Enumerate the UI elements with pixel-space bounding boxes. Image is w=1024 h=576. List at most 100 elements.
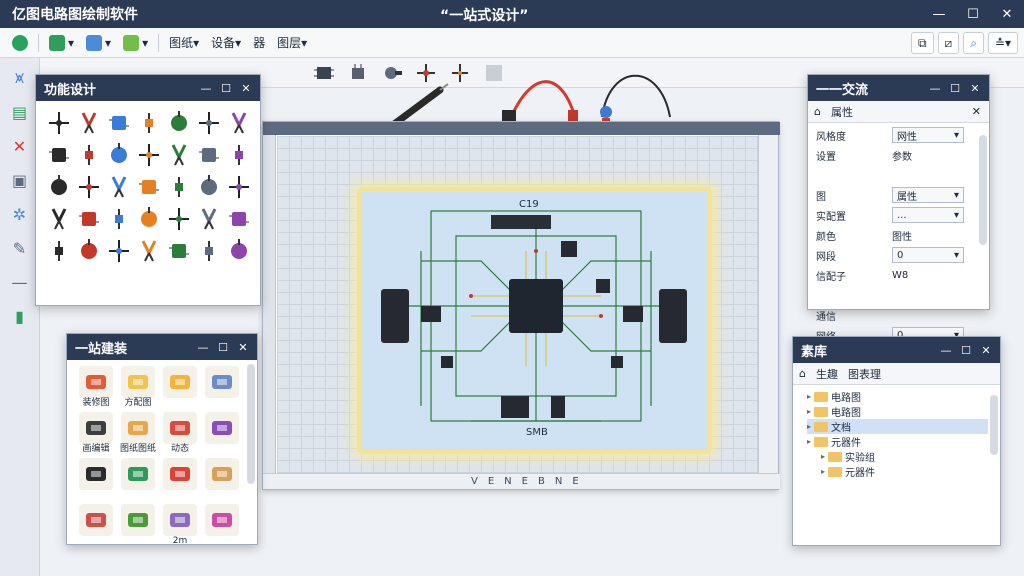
- tape-icon[interactable]: 2m: [159, 502, 201, 548]
- lamp-icon[interactable]: [224, 235, 254, 267]
- drill-icon[interactable]: 画编辑: [75, 410, 117, 456]
- expand-icon[interactable]: ▸: [807, 437, 812, 446]
- spring-icon[interactable]: [44, 171, 74, 203]
- wire-cutter-icon[interactable]: [74, 139, 104, 171]
- onestop-scrollbar[interactable]: [247, 364, 255, 484]
- box-icon[interactable]: [201, 456, 243, 502]
- plug-icon[interactable]: [224, 139, 254, 171]
- transistor-icon[interactable]: [412, 62, 440, 84]
- blank-tile-icon[interactable]: [480, 62, 508, 84]
- ic-chip-icon[interactable]: [74, 203, 104, 235]
- panel-close-button[interactable]: ✕: [970, 81, 980, 95]
- panel-minimize-button[interactable]: —: [197, 340, 209, 354]
- expand-icon[interactable]: ▸: [807, 422, 812, 431]
- bucket-icon[interactable]: [159, 364, 201, 410]
- motor-icon[interactable]: [104, 139, 134, 171]
- relay-icon[interactable]: [344, 62, 372, 84]
- tab-library-0[interactable]: 生趣: [815, 367, 838, 381]
- home-button[interactable]: [6, 32, 34, 54]
- plant-button[interactable]: ▾: [117, 32, 154, 54]
- speaker-icon[interactable]: [104, 107, 134, 139]
- menu-device[interactable]: 设备▾: [211, 36, 242, 50]
- tile-icon[interactable]: [117, 456, 159, 502]
- clipboard-icon[interactable]: ▮: [15, 306, 24, 326]
- line-icon[interactable]: —: [11, 272, 28, 292]
- fuse-icon[interactable]: [74, 235, 104, 267]
- menu-drawing[interactable]: 图纸▾: [169, 36, 200, 50]
- expand-icon[interactable]: ▸: [821, 467, 826, 476]
- clip-icon[interactable]: [164, 203, 194, 235]
- tab-properties[interactable]: 属性: [830, 105, 853, 119]
- pen-icon[interactable]: ✎: [12, 238, 27, 258]
- cutter-icon[interactable]: [104, 171, 134, 203]
- expand-icon[interactable]: ▸: [821, 452, 826, 461]
- puzzle-icon[interactable]: ✲: [12, 204, 27, 224]
- tree-item[interactable]: ▸电路图: [807, 404, 1000, 419]
- chip-icon[interactable]: [310, 62, 338, 84]
- property-dropdown[interactable]: 0▾: [892, 247, 964, 263]
- pages-icon[interactable]: ▤: [11, 102, 28, 122]
- resistor-icon[interactable]: [134, 107, 164, 139]
- panel-close-button[interactable]: ✕: [241, 81, 251, 95]
- panel-close-button[interactable]: ✕: [981, 343, 991, 357]
- layers-icon[interactable]: ▣: [11, 170, 28, 190]
- panel-close-button[interactable]: ✕: [238, 340, 248, 354]
- wire-icon[interactable]: [224, 203, 254, 235]
- panel-maximize-button[interactable]: ☐: [950, 81, 960, 95]
- menu-component[interactable]: 器: [253, 36, 266, 50]
- plier-icon[interactable]: [74, 107, 104, 139]
- layout-button[interactable]: ⧉: [910, 32, 934, 54]
- bulb-icon[interactable]: [104, 235, 134, 267]
- panel-maximize-button[interactable]: ☐: [221, 81, 231, 95]
- tree-item[interactable]: ▸元器件: [807, 464, 1000, 479]
- antenna-icon[interactable]: [446, 62, 474, 84]
- pointer-icon[interactable]: ⩙: [14, 68, 25, 87]
- chip-red-icon[interactable]: 动态: [159, 410, 201, 456]
- relay-icon[interactable]: [104, 203, 134, 235]
- tab-library-1[interactable]: 图表理: [847, 367, 881, 381]
- plug-icon[interactable]: [378, 62, 406, 84]
- sensor-icon[interactable]: [134, 235, 164, 267]
- pin-icon[interactable]: [44, 235, 74, 267]
- settings-button[interactable]: ≛▾: [987, 32, 1018, 54]
- panel-maximize-button[interactable]: ☐: [218, 340, 228, 354]
- open-button[interactable]: ▾: [43, 32, 80, 54]
- tree-item[interactable]: ▸文档: [807, 419, 988, 434]
- hammer-icon[interactable]: [75, 502, 117, 548]
- grid-button[interactable]: ⧄: [937, 32, 960, 54]
- maximize-button[interactable]: ☐: [967, 6, 979, 22]
- diode-icon[interactable]: [164, 107, 194, 139]
- tree-item[interactable]: ▸电路图: [807, 389, 1000, 404]
- tree-item[interactable]: ▸元器件: [807, 434, 1000, 449]
- library-scrollbar[interactable]: [990, 395, 998, 455]
- crate-icon[interactable]: 图纸图纸: [117, 410, 159, 456]
- save-button[interactable]: ▾: [80, 32, 117, 54]
- crimper-icon[interactable]: [44, 203, 74, 235]
- connector-icon[interactable]: [134, 139, 164, 171]
- properties-scrollbar[interactable]: [979, 135, 987, 245]
- panel-minimize-button[interactable]: —: [200, 81, 212, 95]
- phone-icon[interactable]: [75, 456, 117, 502]
- gear-icon[interactable]: [194, 203, 224, 235]
- cutter-green-icon[interactable]: [117, 502, 159, 548]
- drawing-canvas[interactable]: C19 SMB: [277, 136, 759, 476]
- property-dropdown[interactable]: 网性▾: [892, 127, 964, 143]
- circuit-board[interactable]: C19 SMB: [357, 187, 712, 454]
- tools-icon[interactable]: ✕: [12, 136, 27, 156]
- blocks-icon[interactable]: [201, 502, 243, 548]
- minimize-button[interactable]: —: [932, 6, 946, 22]
- terminal-icon[interactable]: [224, 107, 254, 139]
- ic-chip-icon[interactable]: [134, 203, 164, 235]
- relay-icon[interactable]: [224, 171, 254, 203]
- measure-icon[interactable]: [201, 364, 243, 410]
- toolbox-icon[interactable]: 装修图: [75, 364, 117, 410]
- right-ruler[interactable]: [758, 135, 778, 477]
- property-dropdown[interactable]: ...▾: [892, 207, 964, 223]
- property-dropdown[interactable]: 属性▾: [892, 187, 964, 203]
- pliers-icon[interactable]: [134, 171, 164, 203]
- search-button[interactable]: ⌕: [963, 32, 984, 54]
- expand-icon[interactable]: ▸: [807, 407, 812, 416]
- plier-red-icon[interactable]: [159, 456, 201, 502]
- module-icon[interactable]: [164, 235, 194, 267]
- brush-icon[interactable]: [44, 139, 74, 171]
